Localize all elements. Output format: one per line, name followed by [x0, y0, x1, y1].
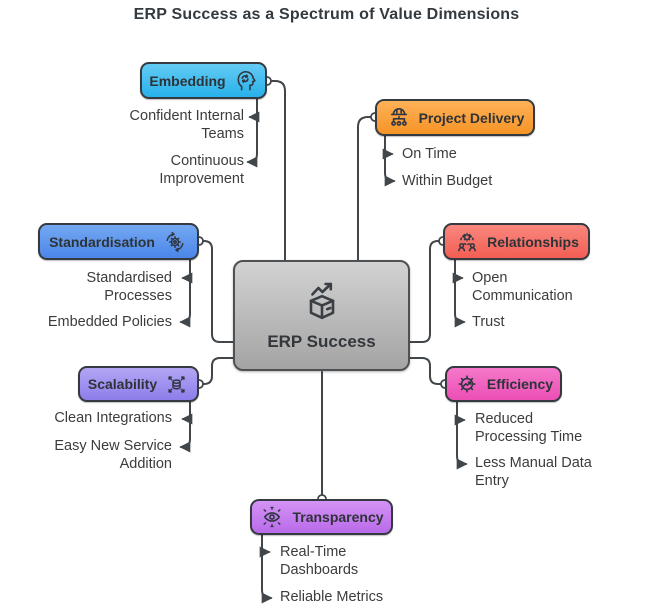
branch-standardisation [179, 259, 191, 328]
gear-trend-icon [458, 375, 476, 393]
child-item: Reduced Processing Time [475, 411, 583, 445]
child-item: Embedded Policies [47, 314, 172, 330]
child-item: On Time [402, 146, 457, 162]
child-item: Standardised Processes [86, 270, 172, 304]
branch-node-standardisation: Standardisation [38, 223, 199, 260]
branch-transparency [261, 534, 273, 604]
edge-scalability-center [202, 357, 234, 385]
head-sync-icon [237, 70, 256, 91]
branch-node-project-delivery: Project Delivery [375, 99, 535, 136]
gear-sync-icon [166, 231, 184, 252]
box-growth-icon [309, 282, 334, 319]
child-item: Continuous Improvement [159, 153, 244, 187]
branch-scalability [179, 401, 191, 453]
helmet-org-icon [390, 107, 407, 126]
branch-node-label: Efficiency [486, 376, 554, 392]
child-item: Trust [472, 314, 505, 330]
branch-embedding [246, 98, 258, 168]
branch-project [384, 135, 396, 187]
child-item: Open Communication [472, 270, 573, 304]
branch-efficiency [456, 401, 468, 470]
branch-node-label: Standardisation [49, 233, 155, 250]
branch-node-relationships: Relationships [443, 223, 590, 260]
branch-node-label: Embedding [149, 72, 226, 89]
branch-node-transparency: Transparency [250, 499, 393, 535]
eye-expand-icon [263, 506, 281, 528]
edge-relationships-center [409, 240, 440, 343]
database-expand-icon [168, 375, 185, 393]
branch-node-label: Transparency [292, 509, 384, 525]
branch-node-efficiency: Efficiency [445, 366, 562, 402]
center-node-label: ERP Success [267, 331, 376, 351]
branch-node-embedding: Embedding [140, 62, 267, 99]
edge-standardisation-center [202, 240, 234, 343]
people-gear-icon [458, 232, 477, 251]
branch-node-label: Relationships [487, 233, 579, 250]
edge-efficiency-center [409, 357, 442, 385]
child-item: Real-Time Dashboards [280, 544, 359, 578]
center-node-erp-success: ERP Success [233, 260, 410, 371]
branch-node-label: Scalability [87, 376, 158, 392]
branch-relationships [454, 259, 466, 328]
branch-node-scalability: Scalability [78, 366, 199, 402]
edge-embedding-center [270, 80, 286, 261]
edge-project-center [357, 116, 372, 261]
branch-node-label: Project Delivery [418, 109, 525, 126]
child-item: Reliable Metrics [280, 589, 384, 605]
child-item: Easy New Service Addition [54, 438, 172, 472]
child-item: Less Manual Data Entry [475, 455, 592, 489]
child-item: Clean Integrations [54, 410, 172, 426]
page-title: ERP Success as a Spectrum of Value Dimen… [133, 6, 520, 23]
child-item: Within Budget [402, 173, 493, 189]
child-item: Confident Internal Teams [129, 108, 244, 142]
